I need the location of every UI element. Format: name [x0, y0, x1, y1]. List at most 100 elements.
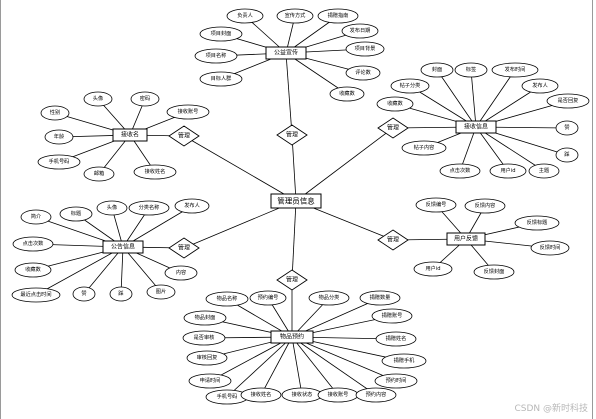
public_info-attribute-label: 头像	[107, 203, 118, 211]
item_reservation-attr-line	[291, 336, 339, 396]
receiver_name-relationship-diamond	[168, 125, 200, 147]
frame-left-border	[0, 0, 1, 419]
receiver_name-attribute-label: 接收姓名	[145, 167, 166, 175]
post_info-attr-line	[475, 126, 545, 172]
public_notice-attribute-label: 评论数	[355, 68, 371, 76]
receiver_name-entity-box	[112, 128, 148, 142]
post_info-attribute-label: 踩	[564, 151, 569, 158]
user_feedback-relationship-label: 管理	[387, 236, 399, 244]
post_info-attribute-label: 发布时间	[505, 65, 526, 73]
public_notice-attribute-label: 项目封面	[211, 29, 232, 37]
item_reservation-attribute-ellipse	[183, 310, 227, 326]
public_notice-attribute-ellipse	[345, 41, 385, 57]
item_reservation-attribute-ellipse	[186, 350, 228, 366]
public_info-attribute-ellipse	[128, 200, 170, 216]
post_info-attr-line	[475, 85, 541, 128]
user_feedback-attribute-ellipse	[473, 264, 515, 280]
item_reservation-attribute-ellipse	[182, 330, 226, 346]
post_info-attribute-ellipse	[491, 62, 539, 78]
public_notice-attribute-label: 项目背景	[355, 44, 376, 52]
receiver_name-attribute-ellipse	[40, 105, 70, 121]
user_feedback-attribute-ellipse	[415, 197, 457, 213]
item_reservation-attribute-label: 捐赠姓名	[386, 334, 407, 342]
post_info-relationship-label: 管理	[387, 124, 399, 132]
public_notice-relationship-diamond	[276, 124, 308, 146]
post_info-attribute-label: 用户id	[500, 166, 515, 174]
user_feedback-entity-box	[446, 232, 486, 246]
post_info-attribute-label: 是否回复	[558, 96, 579, 104]
receiver_name-attribute-ellipse	[83, 166, 115, 182]
receiver_name-relationship-to-center-line	[183, 135, 297, 202]
item_reservation-attribute-label: 预约内容	[366, 390, 387, 398]
post_info-attribute-label: 标签	[466, 65, 476, 73]
user_feedback-attribute-label: 反馈封面	[484, 267, 505, 275]
user_feedback-relationship-diamond	[377, 229, 409, 251]
item_reservation-attr-line	[291, 336, 303, 396]
item_reservation-attribute-label: 物品分类	[319, 293, 340, 301]
user_feedback-attribute-label: 反馈内容	[475, 201, 496, 209]
item_reservation-attribute-label: 物品封面	[195, 313, 216, 321]
post_info-attribute-label: 帖子内容	[414, 143, 435, 151]
post_info-attribute-ellipse	[401, 140, 447, 156]
receiver_name-attribute-ellipse	[44, 129, 74, 145]
item_reservation-attribute-label: 是否审核	[194, 333, 215, 341]
public_info-attribute-ellipse	[59, 206, 93, 222]
post_info-attribute-ellipse	[376, 96, 414, 112]
public_info-attribute-ellipse	[174, 198, 210, 214]
public_info-attribute-label: 最近点击时间	[20, 290, 51, 298]
public_notice-attribute-ellipse	[341, 23, 379, 39]
post_info-attribute-ellipse	[439, 163, 481, 179]
item_reservation-attribute-label: 审核回复	[197, 353, 218, 361]
public_info-attribute-label: 图片	[156, 287, 166, 295]
item_reservation-attribute-label: 接收账号	[328, 390, 349, 398]
public_info-attribute-ellipse	[14, 262, 52, 278]
public_notice-attribute-label: 负责人	[237, 11, 253, 19]
item_reservation-attribute-label: 手机号码	[217, 392, 238, 400]
public_notice-relationship-to-center-line	[291, 134, 297, 202]
public_info-attr-line	[120, 246, 124, 295]
csdn-watermark: CSDN @新时科技	[514, 404, 588, 414]
public_info-relationship-to-center-line	[183, 200, 297, 249]
public_info-entity-box	[102, 240, 144, 254]
item_reservation-attr-line	[226, 336, 293, 398]
post_info-attribute-ellipse	[555, 147, 579, 163]
receiver_name-attribute-label: 邮箱	[94, 169, 104, 177]
public_info-relationship-diamond	[168, 237, 200, 259]
post_info-attr-line	[409, 85, 477, 128]
user_feedback-attribute-ellipse	[464, 198, 506, 214]
item_reservation-attribute-ellipse	[249, 290, 287, 306]
public_notice-attribute-label: 目标人群	[211, 74, 232, 82]
public_notice-attribute-ellipse	[199, 26, 243, 42]
receiver_name-attribute-label: 手机号码	[49, 157, 70, 165]
public_info-attr-line	[122, 205, 193, 248]
frame-right-border	[592, 0, 593, 419]
post_info-attr-line	[470, 69, 477, 128]
post_info-attr-line	[475, 126, 509, 172]
public_info-attribute-label: 赞	[81, 289, 86, 297]
post_info-relationship-to-center-line	[295, 127, 394, 202]
public_info-attribute-ellipse	[146, 284, 176, 300]
item_reservation-attribute-ellipse	[375, 331, 417, 347]
receiver_name-attribute-ellipse	[130, 91, 160, 107]
public_info-attribute-label: 踩	[118, 290, 123, 297]
user_feedback-entity-label: 用户反馈	[454, 235, 478, 243]
post_info-attribute-ellipse	[489, 163, 527, 179]
item_reservation-attribute-ellipse	[205, 291, 249, 307]
public_notice-entity-to-relationship-line	[285, 52, 293, 136]
item_reservation-relationship-label: 管理	[286, 276, 298, 284]
item_reservation-attribute-label: 预约时间	[386, 376, 407, 384]
item_reservation-attribute-label: 物品名称	[217, 294, 238, 302]
post_info-attribute-ellipse	[454, 62, 488, 78]
public_notice-attribute-ellipse	[276, 8, 314, 24]
post_info-attribute-label: 主题	[539, 166, 549, 174]
user_feedback-attribute-label: 反馈编号	[426, 200, 447, 208]
public_notice-attribute-ellipse	[199, 71, 243, 87]
public_info-attr-line	[83, 246, 124, 295]
item_reservation-attribute-label: 捐赠数量	[370, 293, 391, 301]
post_info-attribute-ellipse	[528, 163, 560, 179]
item_reservation-entity-label: 物品预约	[280, 333, 304, 341]
post_info-attribute-ellipse	[546, 93, 590, 109]
public_notice-entity-box	[265, 46, 307, 60]
receiver_name-attribute-ellipse	[133, 164, 177, 180]
public_notice-attribute-label: 宣传方式	[285, 11, 307, 19]
